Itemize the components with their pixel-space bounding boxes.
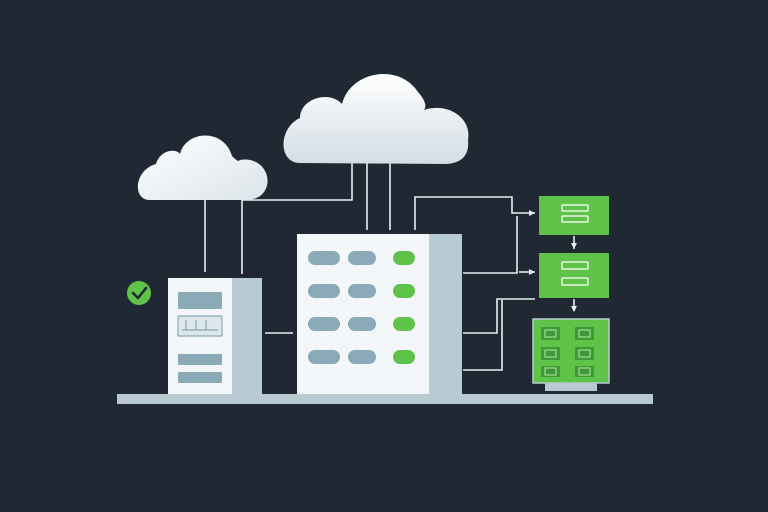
link-building-right-2 [463,298,535,334]
arrow-right-mid [529,269,535,275]
arrow-down-2 [571,306,577,312]
circuit-board-icon [532,318,610,391]
arrow-right-top [529,210,535,216]
network-module-icon-2 [539,253,609,298]
arrow-down-1 [571,243,577,249]
server-rack-icon-small [168,278,262,394]
server-slot [178,292,222,309]
link-building-right-3 [463,300,503,371]
link-big-cloud-small-server [241,162,353,274]
cloud-icon-small [137,135,268,200]
check-circle-icon [127,281,151,305]
status-leds [393,251,415,364]
network-module-icon [539,196,609,235]
server-slot [178,372,222,383]
link-building-right-1 [463,216,518,274]
server-rack-icon-main [297,234,462,394]
cloud-icon [283,74,469,164]
arrowheads [529,210,577,312]
server-slots-grid [308,251,376,364]
ground-platform [117,394,653,404]
server-slot [178,354,222,365]
connection-lines [204,162,575,371]
link-building-module-top [414,196,535,230]
server-slot [177,315,223,337]
